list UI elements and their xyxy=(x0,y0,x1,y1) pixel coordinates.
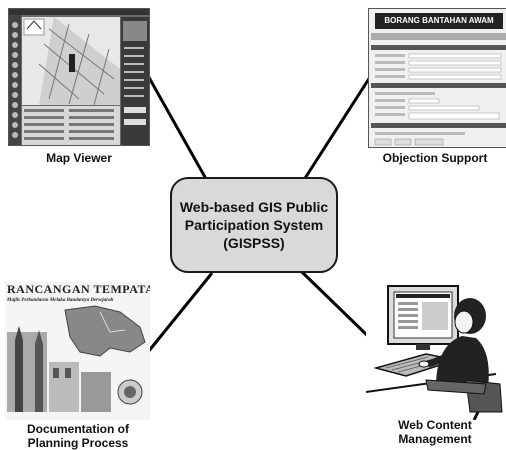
documentation-label-line1: Documentation of xyxy=(27,422,129,436)
documentation-label: Documentation of Planning Process xyxy=(4,422,152,450)
center-title-line2: Participation System xyxy=(184,217,324,233)
gispss-center-node: Web-based GIS Public Participation Syste… xyxy=(170,177,338,273)
connector-web-content xyxy=(300,270,374,342)
map-viewer-thumbnail xyxy=(8,8,150,146)
objection-support-thumbnail: BORANG BANTAHAN AWAM xyxy=(368,8,506,148)
map-viewer-label: Map Viewer xyxy=(46,151,112,165)
documentation-label-line2: Planning Process xyxy=(27,436,129,450)
person-at-computer-illustration xyxy=(366,285,503,420)
center-title-line3: (GISPSS) xyxy=(223,235,285,251)
web-content-thumbnail xyxy=(366,272,504,420)
connector-documentation xyxy=(146,272,214,353)
objection-form-image xyxy=(371,33,506,146)
connector-objection-support xyxy=(298,73,374,187)
web-content-label-line1: Web Content xyxy=(398,418,472,432)
objection-support-label: Objection Support xyxy=(382,151,488,165)
web-content-label: Web Content Management xyxy=(364,418,506,446)
objection-form-title: BORANG BANTAHAN AWAM xyxy=(375,13,503,29)
brochure-image xyxy=(7,305,146,412)
center-title-line1: Web-based GIS Public xyxy=(179,199,329,215)
web-content-label-line2: Management xyxy=(398,432,472,446)
connector-map-viewer xyxy=(145,73,212,187)
brochure-subtitle: Majlis Perbandaran Melaka Bandaraya Bers… xyxy=(7,298,114,303)
documentation-thumbnail: RANCANGAN TEMPATAN Majlis Perbandaran Me… xyxy=(5,282,150,420)
brochure-title: RANCANGAN TEMPATAN xyxy=(7,282,150,296)
map-viewer-image xyxy=(9,9,149,145)
